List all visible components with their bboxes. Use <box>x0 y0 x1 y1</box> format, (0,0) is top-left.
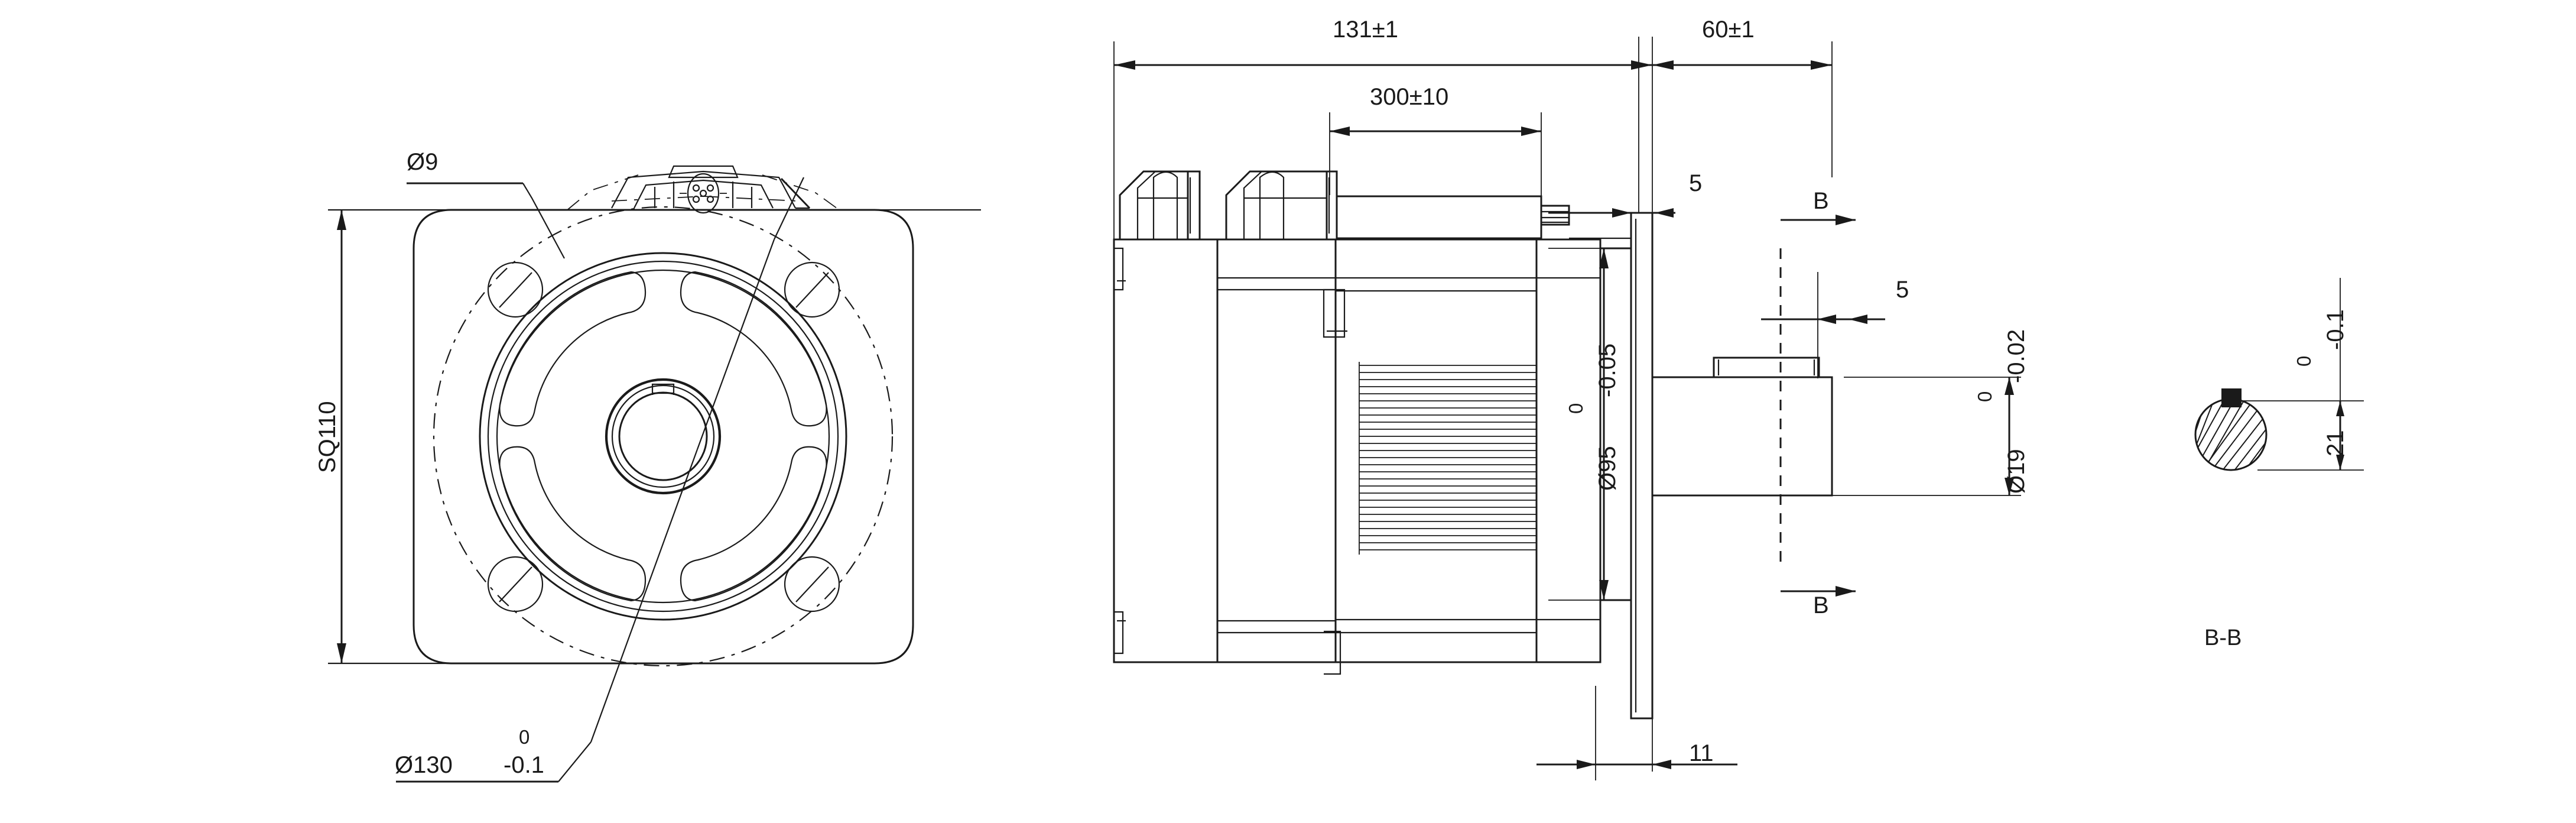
label-key-tol-upper: 0 <box>2293 355 2315 367</box>
relief-slots <box>499 271 827 602</box>
label-shaft-diameter: Ø19 <box>2003 449 2029 494</box>
rear-end-cap <box>1113 238 1219 663</box>
label-flange-thickness: 5 <box>1689 170 1703 196</box>
label-shaft-tol-lower: -0.02 <box>2003 329 2029 383</box>
hidden-body-circle <box>433 206 894 667</box>
flange-plate-side <box>1630 212 1654 720</box>
label-pilot-tol-upper-side: 0 <box>1565 403 1587 414</box>
front-view-geometry <box>328 165 981 783</box>
mounting-hole-bottom-right <box>784 556 840 613</box>
section-caption-bb: B-B <box>2204 626 2242 650</box>
label-pilot-diameter-front: Ø130 <box>395 752 453 778</box>
leader-hole-dia <box>407 182 565 259</box>
rear-connector-1 <box>1119 170 1201 241</box>
rear-connector-2 <box>1225 170 1338 241</box>
dim-shaft-dia <box>1832 377 2021 496</box>
label-shaft-tol-upper: 0 <box>1974 391 1996 402</box>
dim-pilot-step <box>1536 686 1737 780</box>
mounting-hole-top-left <box>487 261 544 318</box>
front-housing-step <box>1535 238 1602 663</box>
dim-body-length <box>1114 60 1690 70</box>
label-pilot-tol-lower-side: -0.05 <box>1594 343 1620 397</box>
shaft-end-bore <box>605 378 722 495</box>
section-line-bb <box>1779 215 1856 597</box>
dim-flange-thickness <box>1548 208 1675 218</box>
stator-laminations <box>1334 238 1538 663</box>
flange-plate <box>412 209 914 665</box>
label-pilot-diameter-side: Ø95 <box>1594 446 1620 491</box>
front-connector <box>567 165 840 214</box>
dim-sq110 <box>328 209 981 665</box>
section-mark-bottom-b: B <box>1813 592 1829 618</box>
label-body-length: 131±1 <box>1333 17 1398 43</box>
label-pilot-step: 11 <box>1689 740 1714 766</box>
label-pilot-tol-upper-front: 0 <box>519 726 530 748</box>
pilot-boss <box>479 252 847 621</box>
label-cable-length: 300±10 <box>1370 84 1449 110</box>
dim-cable-length <box>1330 127 1541 136</box>
label-key-tol-lower: -0.1 <box>2322 309 2348 350</box>
output-shaft <box>1651 376 1833 497</box>
dim-key-offset <box>1761 272 1885 378</box>
mounting-holes <box>487 261 840 613</box>
label-key-height: 21 <box>2322 430 2348 457</box>
leader-pilot-dia <box>396 449 699 783</box>
side-view-geometry <box>1113 37 2021 780</box>
cable-box <box>1336 195 1570 239</box>
dim-pilot-dia-side <box>1548 248 1619 601</box>
label-pilot-tol-lower-front: -0.1 <box>503 752 544 778</box>
label-key-offset: 5 <box>1896 277 1909 303</box>
housing-mid-block <box>1216 238 1347 675</box>
label-flange-square: SQ110 <box>314 401 340 473</box>
dim-shaft-length <box>1619 60 1832 70</box>
shaft-keyway <box>1713 357 1820 378</box>
section-mark-top-b: B <box>1813 188 1829 214</box>
mounting-hole-bottom-left <box>487 556 544 613</box>
label-shaft-length: 60±1 <box>1702 17 1755 43</box>
pilot-register-side <box>1599 247 1632 601</box>
mounting-hole-top-right <box>784 261 840 318</box>
label-hole-diameter: Ø9 <box>407 149 438 175</box>
dim-key-height <box>2231 278 2364 471</box>
